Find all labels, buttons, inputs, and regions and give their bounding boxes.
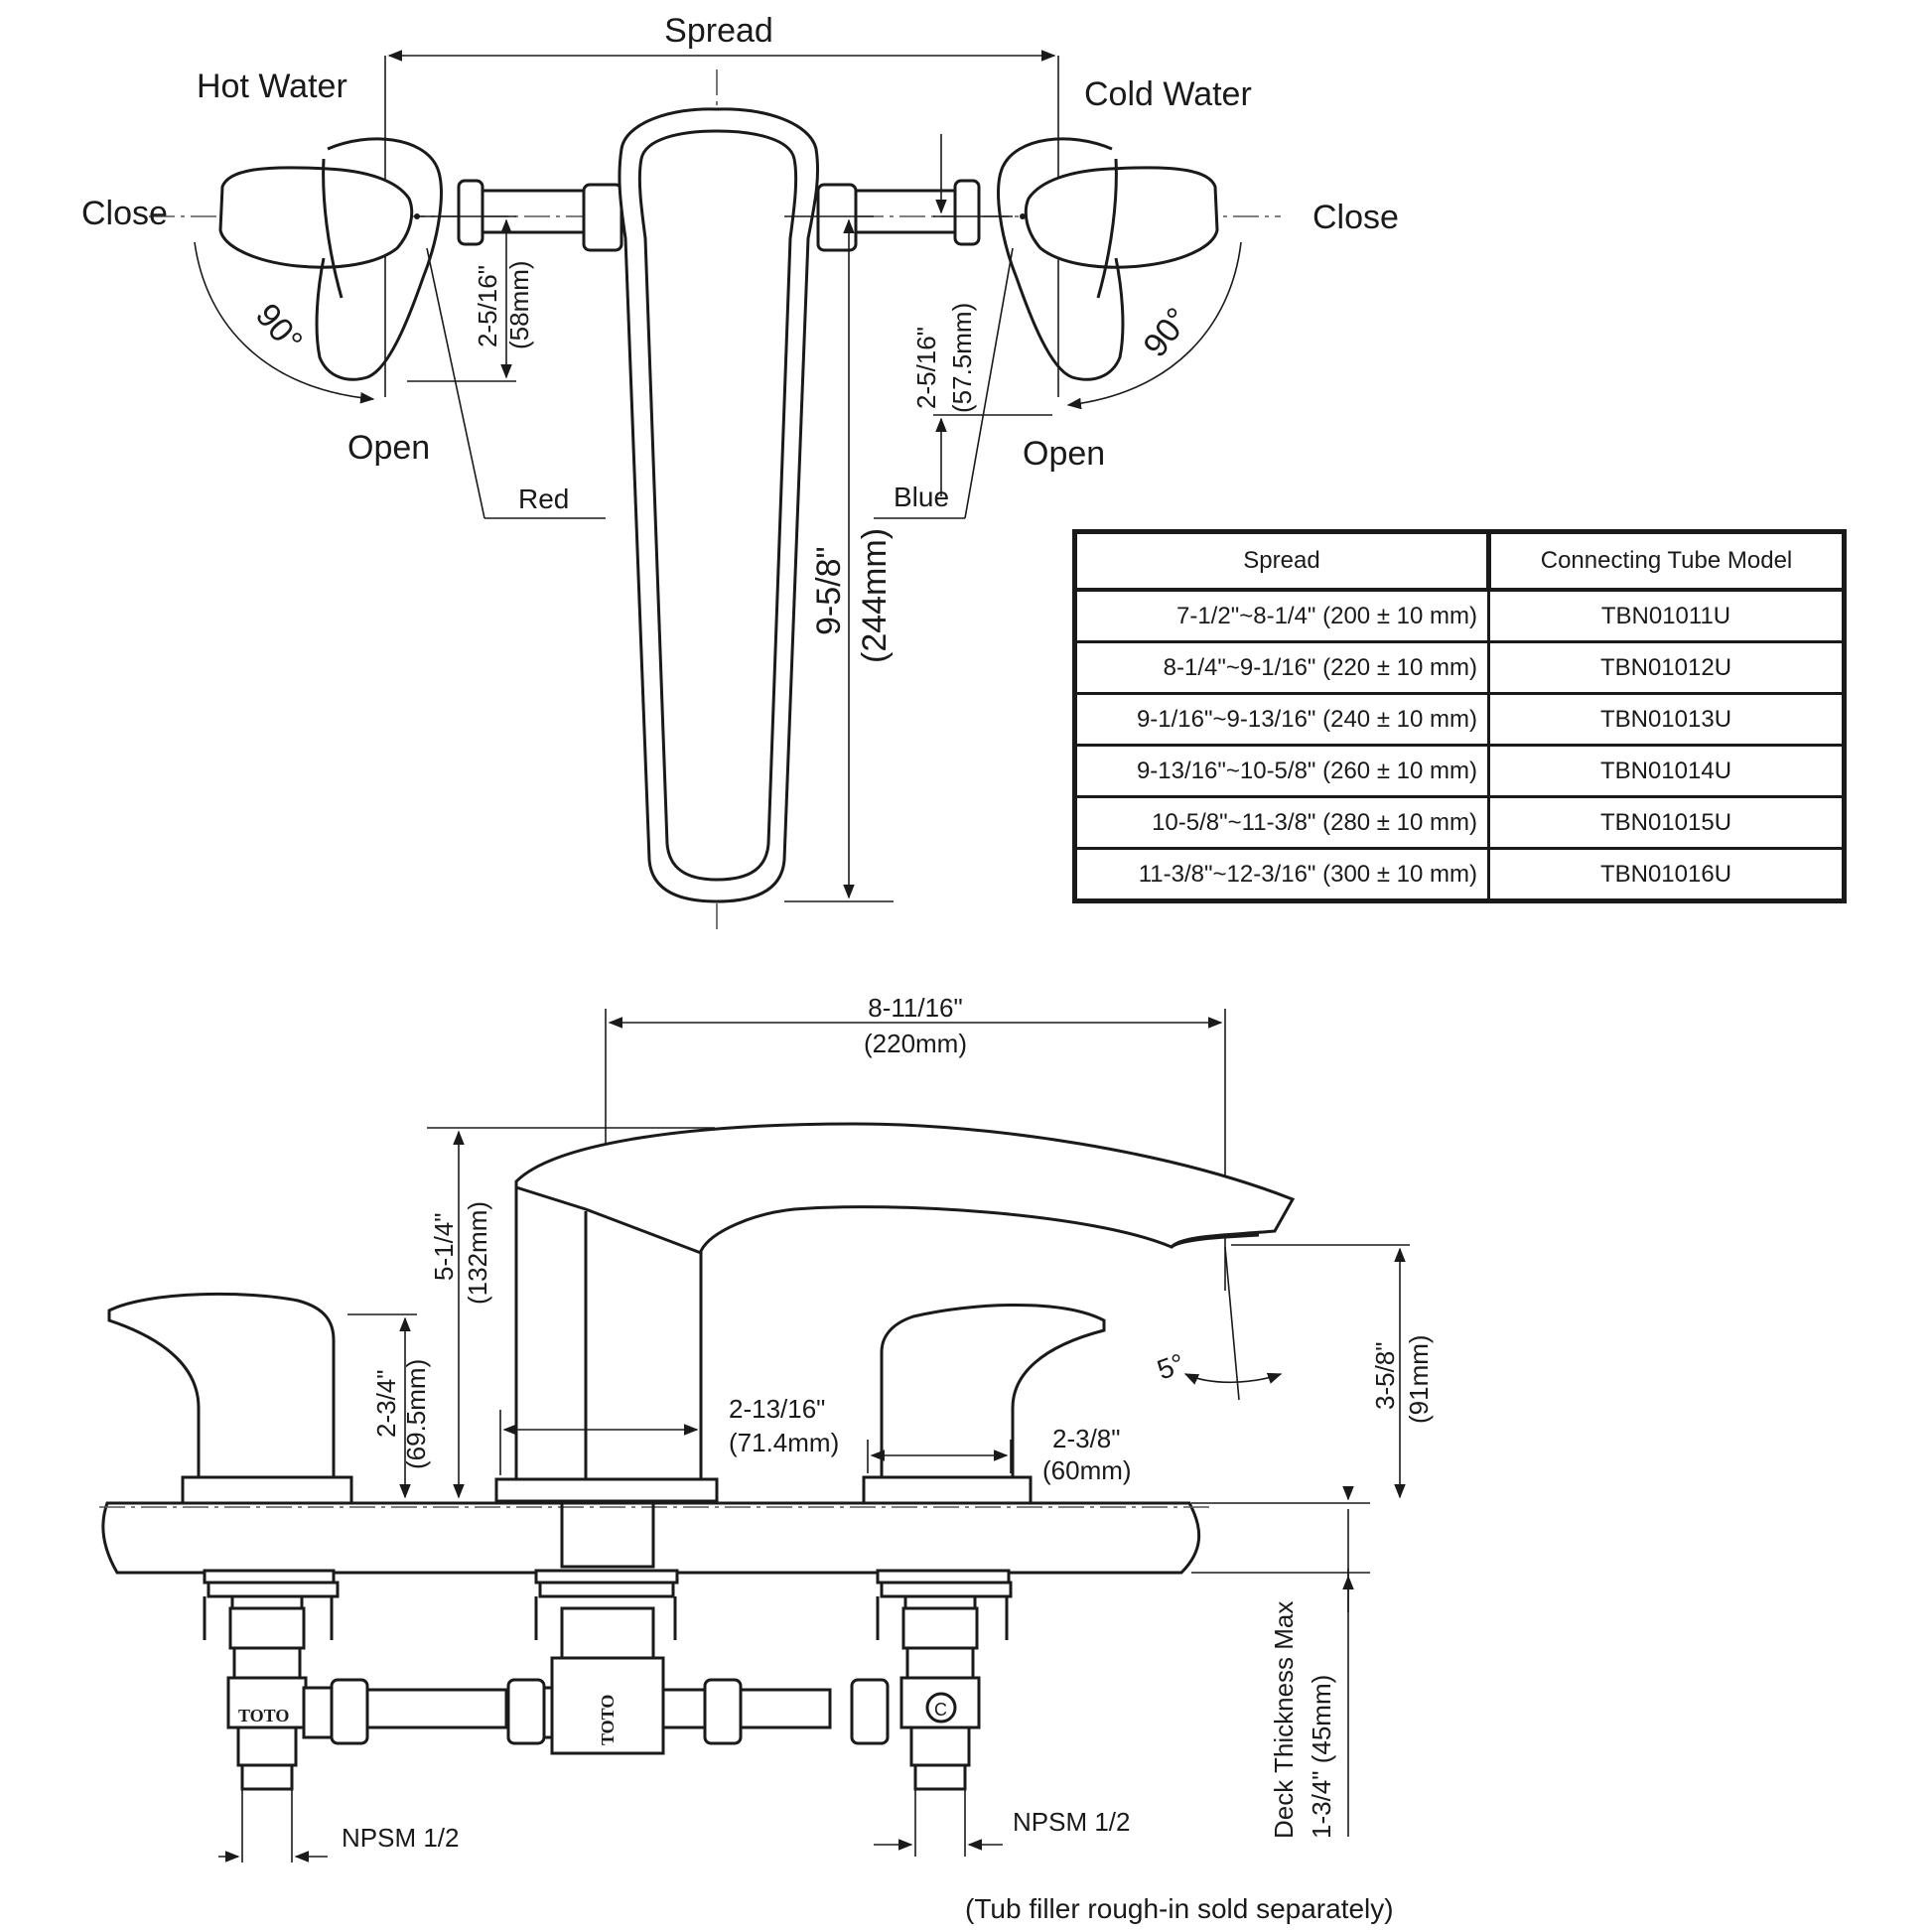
brand-left: TOTO [238, 1706, 289, 1725]
close-right-label: Close [1312, 199, 1399, 236]
table-row: 9-13/16"~10-5/8" (260 ± 10 mm) TBN01014U [1073, 744, 1846, 798]
dim-left-inch: 2-5/16" [473, 265, 502, 347]
cold-marker: C [934, 1700, 947, 1720]
npsm-left: NPSM 1/2 [342, 1823, 460, 1853]
right-handle-side [862, 1304, 1106, 1505]
angle-left-label: 90° [248, 297, 310, 360]
left-handle-side [107, 1292, 353, 1505]
table-row: 9-1/16"~9-13/16" (240 ± 10 mm) TBN01013U [1073, 692, 1846, 747]
close-left-label: Close [81, 195, 168, 232]
spread-range: 8-1/4"~9-1/16" (220 ± 10 mm) [1073, 640, 1490, 695]
handle-base-inch: 2-3/8" [1052, 1424, 1121, 1453]
table-row: 8-1/4"~9-1/16" (220 ± 10 mm) TBN01012U [1073, 640, 1846, 695]
tube-model: TBN01011U [1487, 588, 1846, 643]
tube-model: TBN01013U [1487, 692, 1846, 747]
hot-water-handle [218, 137, 443, 381]
angle-right-label: 90° [1136, 301, 1197, 364]
table-row: 10-5/8"~11-3/8" (280 ± 10 mm) TBN01015U [1073, 795, 1846, 850]
height-mm: (132mm) [463, 1201, 492, 1305]
spread-range: 11-3/8"~12-3/16" (300 ± 10 mm) [1073, 847, 1490, 902]
base-inch: 2-13/16" [729, 1394, 825, 1424]
dim-right-mm: (57.5mm) [947, 303, 977, 413]
tube-model: TBN01014U [1487, 744, 1846, 798]
spread-range: 9-13/16"~10-5/8" (260 ± 10 mm) [1073, 744, 1490, 798]
footnote: (Tub filler rough-in sold separately) [965, 1893, 1394, 1924]
reach-mm: (220mm) [864, 1029, 967, 1058]
table-header-model: Connecting Tube Model [1486, 529, 1847, 592]
hot-water-label: Hot Water [197, 68, 347, 105]
spout-top [618, 107, 820, 903]
table-header-spread: Spread [1072, 529, 1491, 592]
red-label: Red [518, 483, 569, 514]
base-mm: (71.4mm) [729, 1428, 839, 1457]
table-row: 7-1/2"~8-1/4" (200 ± 10 mm) TBN01011U [1073, 588, 1846, 643]
rough-in-valve-left: TOTO [203, 1569, 340, 1791]
spread-range: 9-1/16"~9-13/16" (240 ± 10 mm) [1073, 692, 1490, 747]
open-left-label: Open [347, 429, 430, 467]
brand-center: TOTO [598, 1695, 618, 1745]
handle-height-inch: 2-3/4" [371, 1370, 401, 1439]
spread-range: 7-1/2"~8-1/4" (200 ± 10 mm) [1073, 588, 1490, 643]
tube-model: TBN01016U [1487, 847, 1846, 902]
cold-water-label: Cold Water [1084, 75, 1252, 113]
top-view: Spread Hot Water Close Open 90° 2-5/16" … [81, 12, 1399, 933]
dim-right-inch: 2-5/16" [911, 327, 941, 409]
side-view: 8-11/16" (220mm) 5-1/4" (132mm) 2-13/16"… [99, 993, 1434, 1924]
outlet-inch: 3-5/8" [1370, 1342, 1400, 1411]
blue-label: Blue [894, 482, 949, 512]
deck-thickness-label: Deck Thickness Max [1269, 1601, 1299, 1839]
tube-model: TBN01015U [1487, 795, 1846, 850]
cold-water-handle [997, 137, 1219, 381]
reach-inch: 8-11/16" [868, 993, 962, 1023]
rough-in-valve-center: TOTO [534, 1501, 679, 1755]
tube-model: TBN01012U [1487, 640, 1846, 695]
dim-spout-mm: (244mm) [856, 528, 894, 663]
dim-left-mm: (58mm) [504, 260, 534, 349]
handle-height-mm: (69.5mm) [401, 1359, 431, 1469]
handle-base-mm: (60mm) [1042, 1455, 1132, 1485]
outlet-mm: (91mm) [1404, 1334, 1434, 1424]
height-inch: 5-1/4" [429, 1213, 459, 1282]
rough-in-valve-right: C [876, 1569, 1013, 1791]
npsm-right: NPSM 1/2 [1013, 1807, 1131, 1837]
deck-thickness-dim: 1-3/4" (45mm) [1307, 1675, 1336, 1839]
table-row: 11-3/8"~12-3/16" (300 ± 10 mm) TBN01016U [1073, 847, 1846, 902]
spout-angle: 5° [1153, 1347, 1188, 1385]
dim-spout-inch: 9-5/8" [810, 546, 848, 635]
spread-range: 10-5/8"~11-3/8" (280 ± 10 mm) [1073, 795, 1490, 850]
open-right-label: Open [1023, 435, 1105, 473]
spread-label: Spread [664, 12, 773, 50]
connecting-tube-table: Spread Connecting Tube Model 7-1/2"~8-1/… [1072, 529, 1847, 903]
